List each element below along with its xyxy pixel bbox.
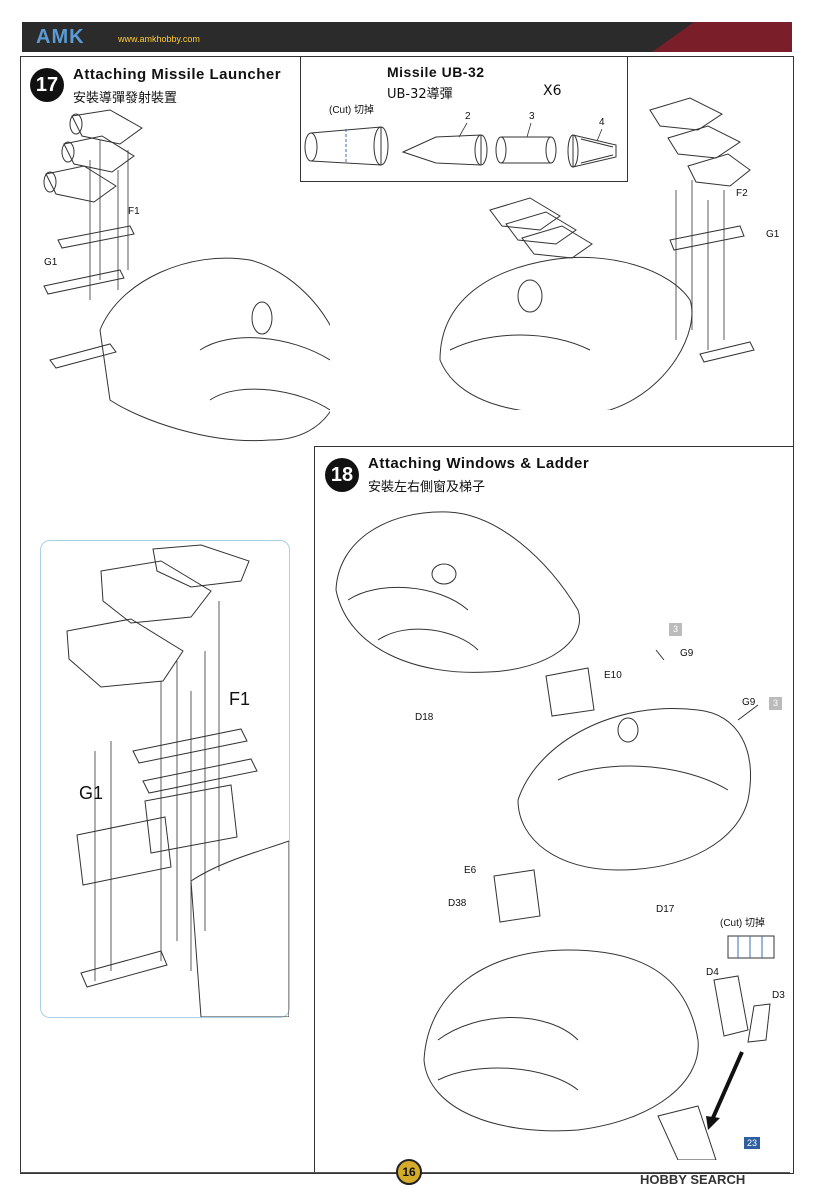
step18-frame [314, 446, 794, 1174]
step18-title: Attaching Windows & Ladder [368, 455, 590, 472]
detail-label-f1: F1 [229, 689, 251, 709]
arrow-install [710, 1051, 744, 1121]
step18-label-d17: D17 [656, 904, 675, 915]
brand-url: www.amkhobby.com [118, 34, 200, 44]
step18-label-cut: (Cut) 切掉 [720, 918, 765, 929]
ladder-d3 [747, 1003, 771, 1043]
step17-helicopter-right [439, 97, 755, 410]
step18-label-g9a: G9 [680, 648, 694, 659]
window-e6 [493, 869, 541, 923]
detail-drawing [66, 544, 289, 1017]
window-e10 [545, 667, 595, 717]
step17-label-f1: F1 [128, 206, 140, 217]
step18-label-d38: D38 [448, 898, 467, 909]
step18-label-d3: D3 [772, 990, 785, 1001]
step17-label-f2: F2 [736, 188, 748, 199]
watermark: HOBBY SEARCH [640, 1172, 746, 1187]
inset-subtitle: UB-32導彈 [387, 87, 453, 102]
step18-badge-2: 3 [769, 697, 782, 710]
step18-subtitle: 安裝左右側窗及梯子 [368, 480, 486, 495]
ladder-assembled [657, 1105, 717, 1160]
inset-part-2: 2 [465, 111, 471, 122]
cut-part [727, 935, 775, 959]
inset-title: Missile UB-32 [387, 64, 485, 80]
step18-number: 18 [325, 458, 359, 492]
detail-label-g1: G1 [79, 783, 104, 803]
step18-badge-1: 3 [669, 623, 682, 636]
step17-title: Attaching Missile Launcher [73, 66, 282, 83]
missile-parts-drawing [304, 122, 617, 168]
page-header: AMK www.amkhobby.com [22, 22, 792, 52]
inset-part-4: 4 [599, 117, 605, 128]
step18-label-e10: E10 [604, 670, 622, 681]
step17-subtitle: 安裝導彈發射裝置 [73, 91, 178, 106]
missile-pod-3 [43, 165, 117, 203]
step17-label-g1: G1 [44, 257, 58, 268]
step18-label-g9b: G9 [742, 697, 756, 708]
ladder-d4 [713, 975, 749, 1037]
step17-number: 17 [30, 68, 64, 102]
missile-pod-2 [61, 135, 135, 173]
step18-label-d4: D4 [706, 967, 719, 978]
step18-label-d18: D18 [415, 712, 434, 723]
detail-view: F1 G1 [40, 540, 290, 1018]
step18-badge-3: 23 [744, 1137, 760, 1149]
step17-label-g1-right: G1 [766, 229, 780, 240]
inset-quantity: X6 [543, 83, 562, 99]
step18-drawings [335, 511, 775, 1160]
inset-cut-label: (Cut) 切掉 [329, 105, 374, 116]
missile-pod-1 [69, 109, 143, 145]
step18-label-e6: E6 [464, 865, 477, 876]
inset-part-3: 3 [529, 111, 535, 122]
page-number: 16 [396, 1159, 422, 1185]
step17-helicopter-left [43, 109, 330, 442]
missile-inset: Missile UB-32 UB-32導彈 X6 (Cut) 切掉 2 3 4 [300, 56, 628, 182]
brand-logo: AMK [36, 26, 85, 48]
